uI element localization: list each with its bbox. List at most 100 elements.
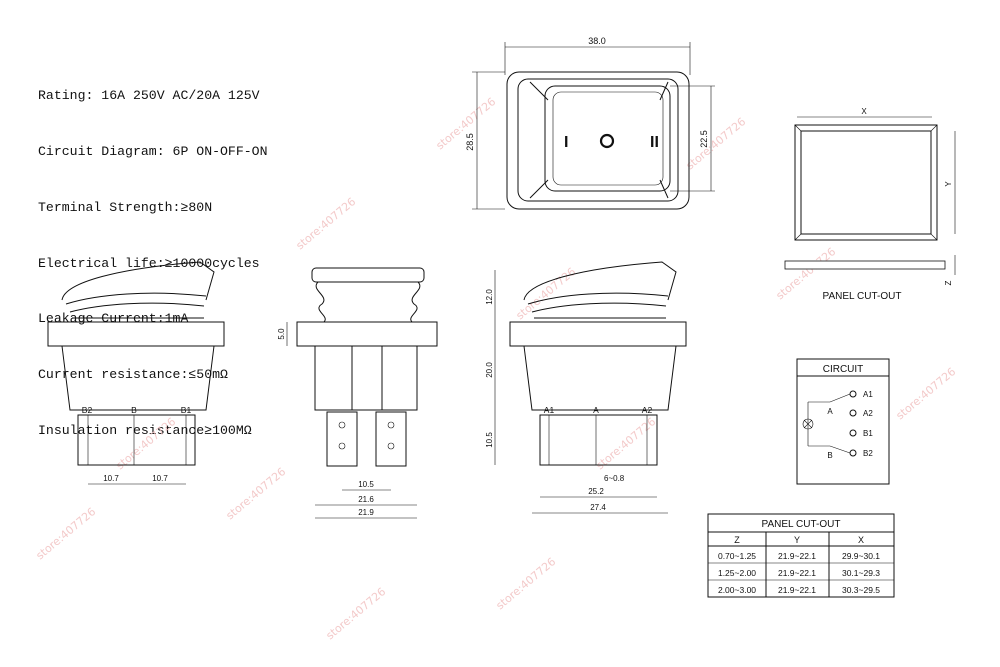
spec-list: Rating: 16A 250V AC/20A 125V Circuit Dia…: [38, 50, 268, 459]
spec-leakage-current: Leakage Current:1mA: [38, 311, 189, 327]
cutout-table: PANEL CUT-OUT Z Y X 0.70~1.25 21.9~22.1 …: [707, 513, 895, 598]
panel-hole: [800, 130, 932, 235]
rocker-outline: [544, 85, 671, 192]
dim-x-label: X: [861, 107, 867, 116]
table-header-z: Z: [734, 535, 740, 545]
rocker-inner: [552, 91, 664, 186]
switch-bezel-inner: [517, 78, 679, 202]
spec-terminal-strength: Terminal Strength:≥80N: [38, 199, 213, 215]
spec-rating: Rating: 16A 250V AC/20A 125V: [38, 88, 260, 104]
mid-boot-left: [315, 281, 326, 323]
right-terminal-block: [539, 414, 658, 466]
term-a1: A1: [544, 405, 555, 415]
mid-terminal-hole-1: [338, 421, 346, 429]
watermark-11: store:407726: [494, 555, 559, 612]
circuit-lamp-icon: [802, 418, 814, 430]
term-b: B: [131, 405, 137, 415]
term-b2: B2: [82, 405, 93, 415]
dim-right-105-label: 10.5: [485, 432, 494, 448]
term-b1: B1: [181, 405, 192, 415]
table-cell: 2.00~3.00: [718, 585, 756, 595]
panel-caption: PANEL CUT-OUT: [823, 291, 902, 302]
dim-274-label: 27.4: [590, 503, 606, 512]
dim-20-label: 20.0: [485, 362, 494, 378]
right-rocker-top: [523, 261, 677, 301]
dim-z-label: Z: [944, 280, 953, 285]
table-cell: 30.1~29.3: [842, 568, 880, 578]
watermark-3: store:407726: [224, 465, 289, 522]
table-cell: 29.9~30.1: [842, 551, 880, 561]
circuit-wires: [807, 393, 851, 454]
circuit-common-a: A: [827, 407, 833, 416]
table-cell: 21.9~22.1: [778, 585, 816, 595]
top-view: 38.0 I II 28.5 22.5: [465, 36, 715, 210]
circuit-node-b2: [849, 449, 857, 457]
switch-bezel-outline: [506, 71, 690, 210]
circuit-title: CIRCUIT: [823, 364, 864, 375]
table-cell: 1.25~2.00: [718, 568, 756, 578]
dim-mid-105-label: 10.5: [358, 480, 374, 489]
bezel-corners: [529, 81, 669, 199]
watermark-4: store:407726: [294, 195, 359, 252]
watermark-1: store:407726: [34, 505, 99, 562]
table-header-y: Y: [794, 535, 800, 545]
dim-y-label: Y: [944, 181, 953, 187]
dim-285-label: 28.5: [465, 133, 475, 151]
dim-219-label: 21.9: [358, 508, 374, 517]
watermark-6: store:407726: [514, 265, 579, 322]
circuit-lamp-cross: [803, 419, 813, 429]
mark-ii: II: [650, 134, 659, 151]
dim-252-label: 25.2: [588, 487, 604, 496]
mark-o-icon: [599, 133, 615, 149]
circuit-node-a2: [849, 409, 857, 417]
mid-boot-right: [410, 281, 421, 323]
table-title: PANEL CUT-OUT: [762, 519, 841, 530]
left-boot-ribs: [65, 292, 207, 319]
watermark-12: store:407726: [324, 585, 389, 642]
circuit-common-b: B: [827, 451, 832, 460]
right-boot-ribs: [527, 292, 669, 319]
right-flange: [509, 321, 687, 347]
mid-terminal-left: [326, 411, 358, 467]
panel-hatch: [794, 124, 938, 241]
circuit-node-a1: [849, 390, 857, 398]
mid-cap-top: [311, 267, 425, 283]
mid-flange: [296, 321, 438, 347]
table-frame: [707, 513, 895, 598]
left-flange: [47, 321, 225, 347]
mid-terminal-hole-4: [387, 442, 395, 450]
dim-12-label: 12.0: [485, 289, 494, 305]
dim-107-b: 10.7: [152, 474, 168, 483]
circuit-label-b2: B2: [863, 449, 873, 458]
watermark-2: store:407726: [114, 415, 179, 472]
left-terminal-block: [77, 414, 196, 466]
right-body: [523, 345, 677, 411]
dim-107-a: 10.7: [103, 474, 119, 483]
mid-terminal-hole-2: [338, 442, 346, 450]
dim-5-label: 5.0: [277, 328, 286, 340]
term-a2: A2: [642, 405, 653, 415]
table-header-x: X: [858, 535, 864, 545]
middle-side-view: 5.0 10.5 21.6 21.9: [277, 267, 438, 519]
right-side-view: A1 A A2 12.0 20.0 10.5 6~0.8 25.2 27.4: [485, 261, 687, 514]
mid-terminal-hole-3: [387, 421, 395, 429]
circuit-node-b1: [849, 429, 857, 437]
watermark-8: store:407726: [684, 115, 749, 172]
circuit-label-a1: A1: [863, 390, 873, 399]
term-a: A: [593, 405, 599, 415]
watermark-10: store:407726: [894, 365, 959, 422]
table-cell: 0.70~1.25: [718, 551, 756, 561]
dim-38-label: 38.0: [588, 36, 606, 46]
watermark-7: store:407726: [594, 415, 659, 472]
circuit-diagram: CIRCUIT A1 A2 B1 B2 A B: [796, 358, 890, 485]
dim-225-label: 22.5: [699, 130, 709, 148]
table-cell: 21.9~22.1: [778, 551, 816, 561]
panel-section: [784, 260, 946, 270]
mid-terminal-right: [375, 411, 407, 467]
circuit-label-b1: B1: [863, 429, 873, 438]
mark-i: I: [564, 134, 568, 151]
left-rocker-top: [61, 261, 215, 301]
dim-216-label: 21.6: [358, 495, 374, 504]
circuit-frame: [796, 358, 890, 485]
